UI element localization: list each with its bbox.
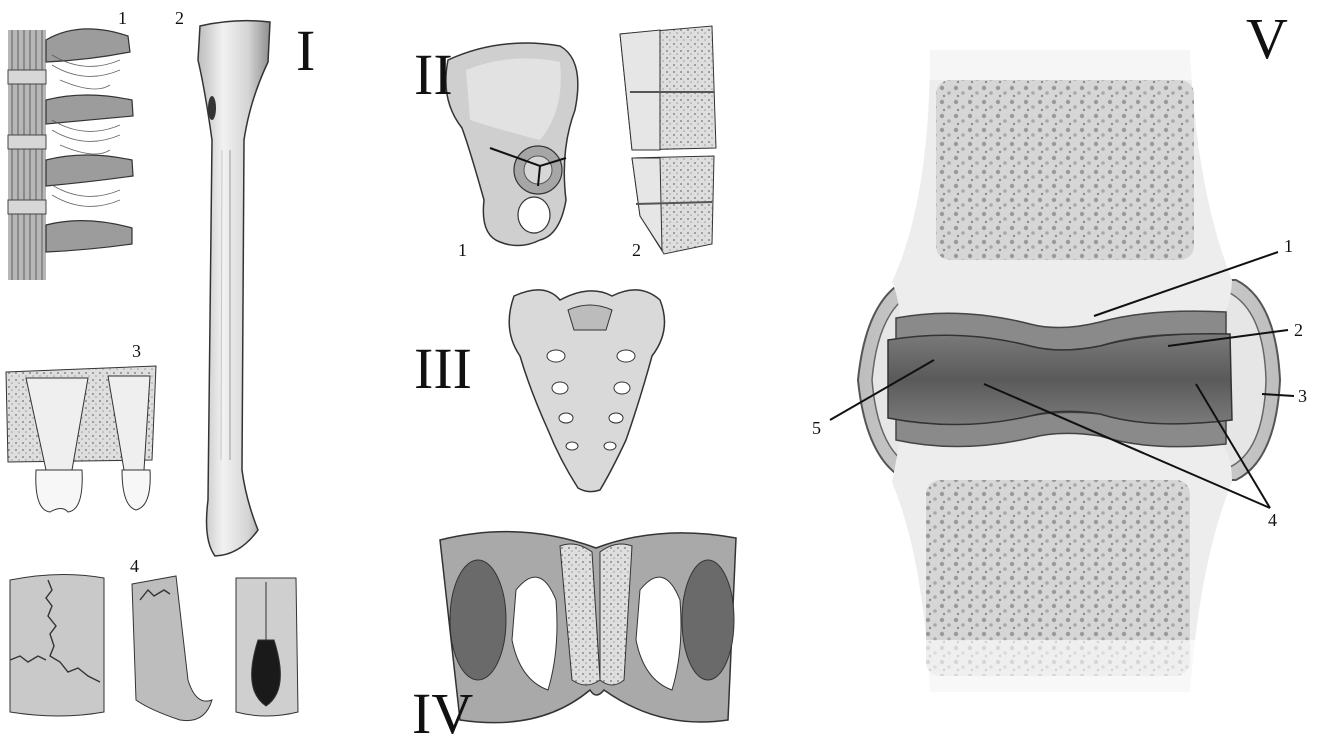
roman-numeral-I: I bbox=[296, 18, 315, 83]
fig-V-synovial-joint bbox=[858, 40, 1280, 700]
fig-I-label-1: 1 bbox=[118, 8, 127, 28]
fig-V-label-3: 3 bbox=[1298, 386, 1307, 406]
fig-III-sacrum bbox=[509, 290, 664, 492]
fig-II-label-1: 1 bbox=[458, 240, 467, 260]
fig-II-1-hip-bone bbox=[446, 43, 578, 245]
fig-V-label-5: 5 bbox=[812, 418, 821, 438]
fig-I-label-4: 4 bbox=[130, 556, 139, 576]
roman-numeral-II: II bbox=[414, 42, 453, 107]
roman-numeral-V: V bbox=[1246, 6, 1288, 71]
roman-numeral-IV: IV bbox=[412, 681, 473, 738]
fig-I-3-teeth-gomphosis bbox=[6, 366, 156, 512]
fig-I-label-2: 2 bbox=[175, 8, 184, 28]
fig-V-label-1: 1 bbox=[1284, 236, 1293, 256]
fig-V-label-4: 4 bbox=[1268, 510, 1277, 530]
fig-I-1-vertebral-ligaments bbox=[8, 29, 133, 280]
fig-V-label-2: 2 bbox=[1294, 320, 1303, 340]
fig-I-label-3: 3 bbox=[132, 341, 141, 361]
fig-II-label-2: 2 bbox=[632, 240, 641, 260]
fig-II-2-synchondrosis bbox=[620, 26, 716, 254]
fig-I-4-sutures bbox=[10, 574, 298, 720]
roman-numeral-III: III bbox=[414, 336, 472, 401]
fig-IV-pubic-symphysis bbox=[440, 532, 736, 723]
fig-I-2-long-bone bbox=[198, 21, 270, 556]
